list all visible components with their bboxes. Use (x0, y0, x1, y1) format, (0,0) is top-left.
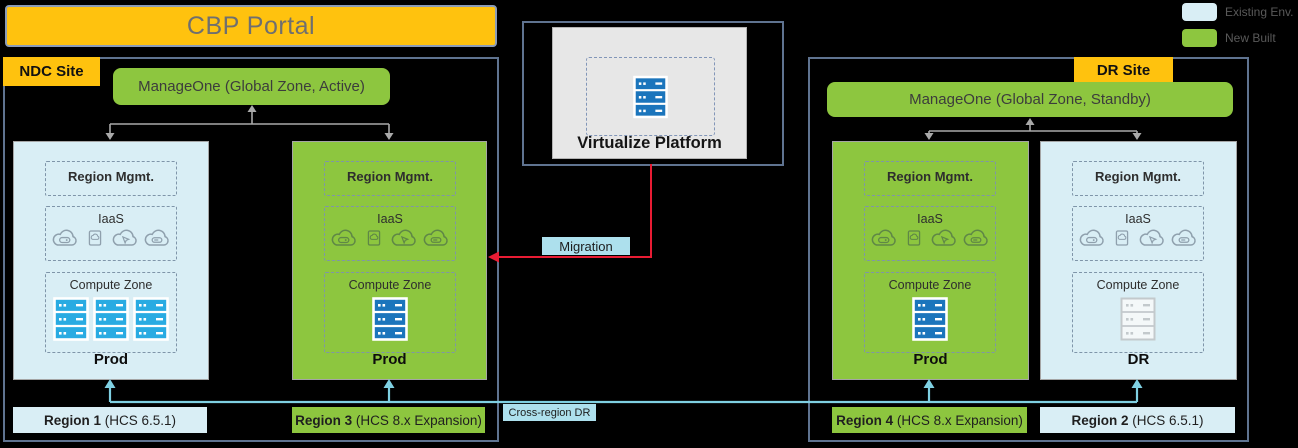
legend-label-existing: Existing Env. (1225, 5, 1294, 19)
region-1-iaas-box: IaaS (45, 206, 177, 261)
region-4-version: (HCS 8.x Expansion) (896, 412, 1023, 428)
region-1-bar: Region 1 (HCS 6.5.1) (13, 407, 207, 433)
region-4-card: Region Mgmt. IaaS Compute Zone Prod (832, 141, 1029, 380)
dr-site-tag: DR Site (1074, 57, 1173, 83)
cloud-service-icon (1077, 228, 1107, 248)
region-1-mgmt-box: Region Mgmt. (45, 161, 177, 196)
cloud-storage-icon (421, 228, 451, 248)
iaas-label: IaaS (98, 212, 124, 226)
cloud-card-icon (82, 228, 108, 248)
region-mgmt-label: Region Mgmt. (1095, 169, 1181, 184)
ndc-site-tag: NDC Site (3, 57, 100, 86)
cross-region-dr-label: Cross-region DR (503, 404, 596, 421)
region-3-role-label: Prod (372, 351, 407, 368)
server-icon-inactive (1120, 297, 1156, 341)
server-icon (53, 297, 89, 341)
region-2-iaas-box: IaaS (1072, 206, 1204, 261)
region-4-iaas-box: IaaS (864, 206, 996, 261)
ndc-manageone-box: ManageOne (Global Zone, Active) (113, 68, 390, 105)
legend: Existing Env. New Built (1182, 3, 1293, 47)
region-1-card: Region Mgmt. IaaS Compute Zone Prod (13, 141, 209, 380)
cloud-arrow-icon (110, 228, 140, 248)
region-2-card: Region Mgmt. IaaS Compute Zone DR (1040, 141, 1237, 380)
region-1-role-label: Prod (93, 351, 129, 368)
region-4-role-label: Prod (913, 351, 948, 368)
cloud-service-icon (869, 228, 899, 248)
region-2-name: Region 2 (1071, 412, 1129, 428)
region-3-mgmt-box: Region Mgmt. (324, 161, 456, 196)
legend-swatch-new-built (1182, 29, 1217, 47)
compute-zone-label: Compute Zone (1096, 278, 1180, 292)
cloud-storage-icon (142, 228, 172, 248)
region-2-bar: Region 2 (HCS 6.5.1) (1040, 407, 1235, 433)
server-icon (633, 74, 668, 120)
compute-zone-label: Compute Zone (888, 278, 972, 292)
server-icon (93, 297, 129, 341)
cloud-storage-icon (961, 228, 991, 248)
server-icon (372, 297, 408, 341)
cloud-service-icon (50, 228, 80, 248)
region-1-compute-box: Compute Zone (45, 272, 177, 353)
region-2-version: (HCS 6.5.1) (1132, 412, 1204, 428)
virtualize-platform-box: Virtualize Platform (552, 27, 747, 159)
dr-manageone-label: ManageOne (Global Zone, Standby) (909, 91, 1151, 108)
migration-label: Migration (542, 237, 630, 255)
cbp-portal-title: CBP Portal (186, 11, 316, 40)
region-1-version: (HCS 6.5.1) (104, 412, 177, 428)
legend-swatch-existing (1182, 3, 1217, 21)
region-3-bar: Region 3 (HCS 8.x Expansion) (292, 407, 485, 433)
region-4-compute-box: Compute Zone (864, 272, 996, 353)
region-4-mgmt-box: Region Mgmt. (864, 161, 996, 196)
cbp-portal-bar: CBP Portal (5, 5, 497, 47)
cloud-arrow-icon (929, 228, 959, 248)
region-3-version: (HCS 8.x Expansion) (355, 412, 482, 428)
migration-label-text: Migration (559, 238, 613, 254)
cloud-service-icon (329, 228, 359, 248)
iaas-label: IaaS (377, 212, 403, 226)
iaas-label: IaaS (1125, 212, 1151, 226)
region-4-bar: Region 4 (HCS 8.x Expansion) (832, 407, 1027, 433)
server-icon (912, 297, 948, 341)
iaas-label: IaaS (917, 212, 943, 226)
compute-zone-label: Compute Zone (69, 278, 153, 292)
server-icon (133, 297, 169, 341)
legend-label-new-built: New Built (1225, 31, 1276, 45)
ndc-manageone-label: ManageOne (Global Zone, Active) (138, 78, 365, 95)
dr-site-label: DR Site (1096, 61, 1151, 79)
region-2-compute-box: Compute Zone (1072, 272, 1204, 353)
cross-region-dr-label-text: Cross-region DR (508, 406, 591, 419)
cloud-card-icon (901, 228, 927, 248)
virtualize-dashed-box (586, 57, 715, 136)
region-mgmt-label: Region Mgmt. (68, 169, 154, 184)
region-2-role-label: DR (1127, 351, 1150, 368)
region-3-card: Region Mgmt. IaaS Compute Zone Prod (292, 141, 487, 380)
region-4-name: Region 4 (836, 412, 894, 428)
cloud-arrow-icon (1137, 228, 1167, 248)
ndc-site-label: NDC Site (19, 63, 84, 80)
legend-item-new-built: New Built (1182, 29, 1293, 47)
region-3-iaas-box: IaaS (324, 206, 456, 261)
virtualize-platform-title: Virtualize Platform (577, 134, 722, 152)
region-3-name: Region 3 (295, 412, 353, 428)
dr-manageone-box: ManageOne (Global Zone, Standby) (827, 82, 1233, 117)
region-2-mgmt-box: Region Mgmt. (1072, 161, 1204, 196)
region-3-compute-box: Compute Zone (324, 272, 456, 353)
region-1-name: Region 1 (43, 412, 101, 428)
cloud-storage-icon (1169, 228, 1199, 248)
cloud-card-icon (361, 228, 387, 248)
compute-zone-label: Compute Zone (348, 278, 432, 292)
region-mgmt-label: Region Mgmt. (887, 169, 973, 184)
legend-item-existing: Existing Env. (1182, 3, 1293, 21)
region-mgmt-label: Region Mgmt. (347, 169, 433, 184)
cloud-arrow-icon (389, 228, 419, 248)
cloud-card-icon (1109, 228, 1135, 248)
